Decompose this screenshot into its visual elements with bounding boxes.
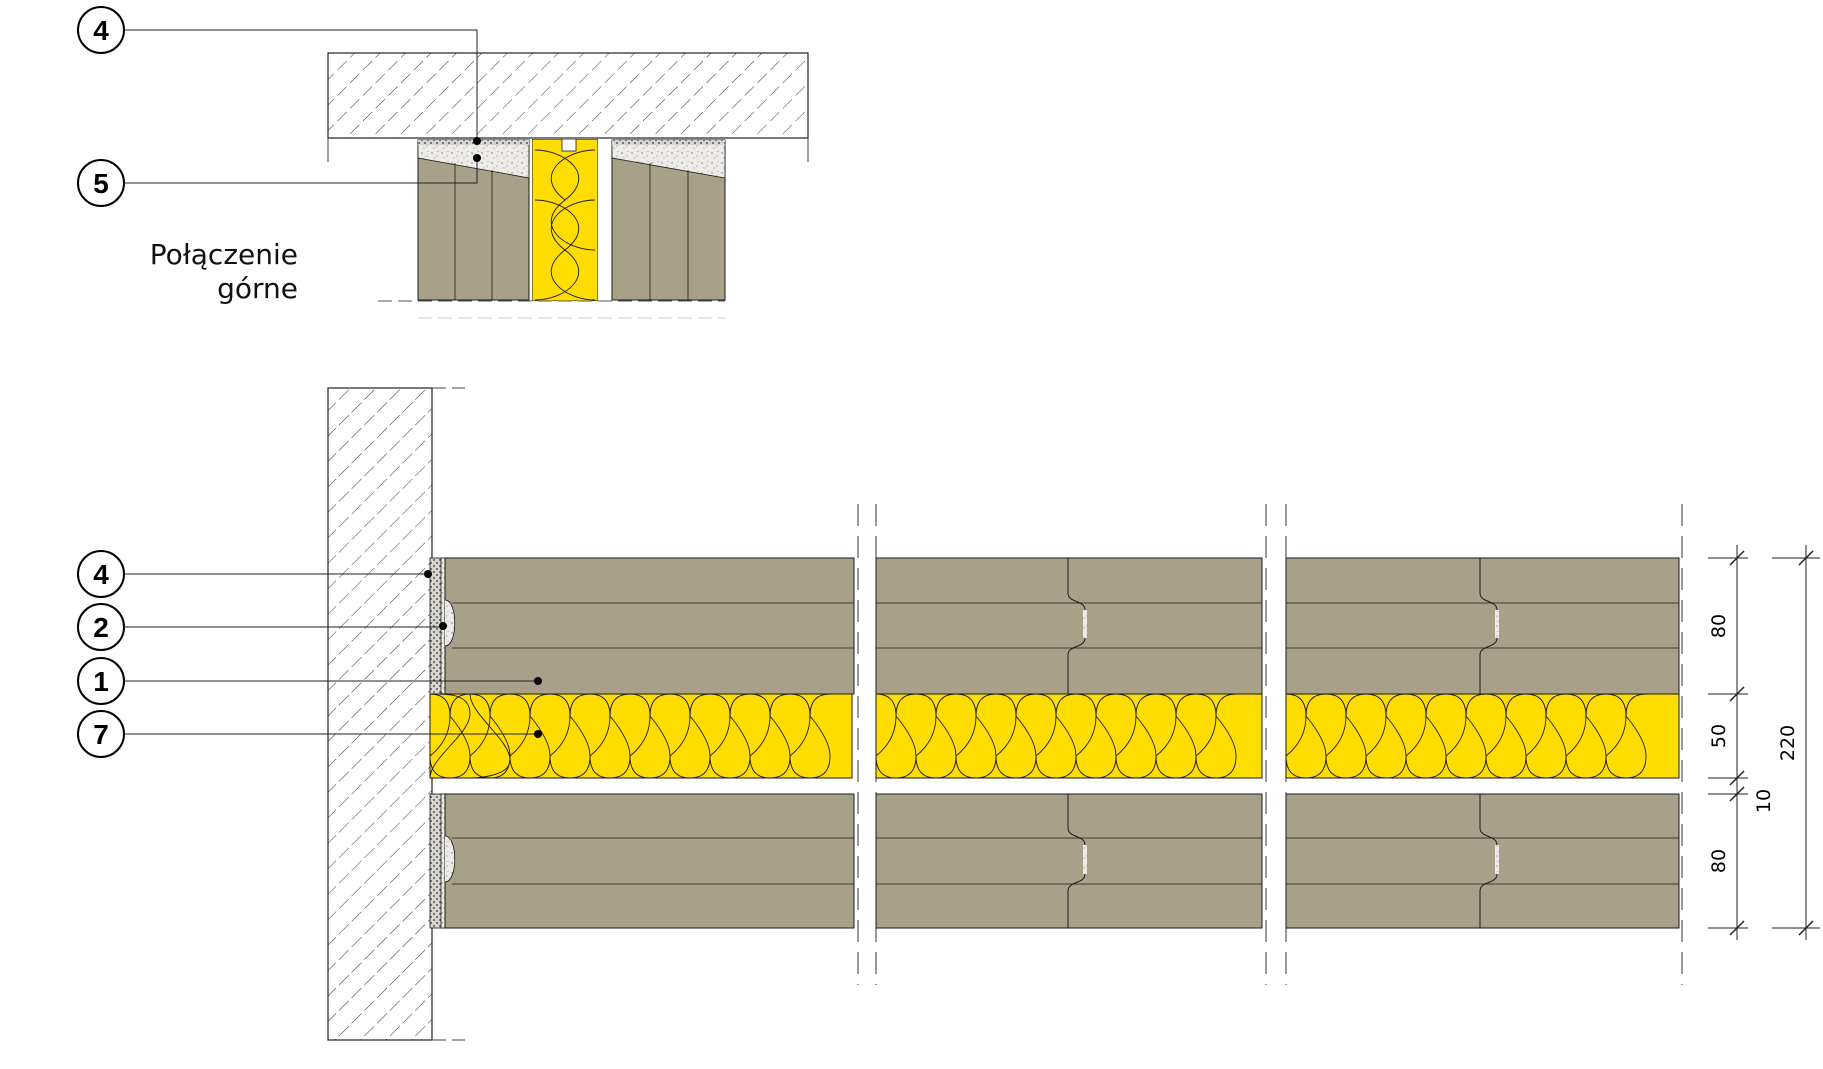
marker-4-top: 4	[77, 6, 125, 54]
leader-dot	[439, 622, 447, 630]
svg-text:2: 2	[93, 612, 109, 643]
marker-2-plan: 2	[77, 603, 125, 651]
dim-10: 10	[1753, 789, 1775, 813]
top-connection-detail: 4 5	[77, 6, 809, 319]
svg-text:1: 1	[93, 666, 109, 697]
leader-dot	[534, 677, 542, 685]
leader-dot	[534, 730, 542, 738]
dim-80-top: 80	[1708, 614, 1730, 638]
leader-line	[124, 158, 478, 184]
lower-board-layer	[429, 793, 1680, 929]
leader-dot	[473, 137, 481, 145]
dim-220: 220	[1777, 725, 1799, 761]
top-left-board-stack	[417, 139, 530, 301]
masonry-wall	[327, 387, 433, 1041]
concrete-slab	[327, 52, 809, 139]
marker-7-plan: 7	[77, 710, 125, 758]
top-right-board-stack	[611, 139, 726, 301]
svg-text:4: 4	[93, 559, 109, 590]
svg-text:7: 7	[93, 719, 109, 750]
svg-text:4: 4	[93, 15, 109, 46]
caption-line-2: górne	[217, 272, 298, 305]
upper-board-layer	[429, 557, 1680, 695]
top-insulation	[532, 139, 598, 301]
marker-5-top: 5	[77, 159, 125, 207]
plan-detail: 4 2 1 7	[77, 387, 1820, 1041]
dimension-lines: 80 50 10 80 220	[1708, 545, 1820, 940]
dim-80-bottom: 80	[1708, 849, 1730, 873]
marker-1-plan: 1	[77, 657, 125, 705]
marker-4-plan: 4	[77, 550, 125, 598]
dim-50: 50	[1708, 724, 1730, 748]
svg-text:5: 5	[93, 168, 109, 199]
caption-line-1: Połączenie	[149, 238, 298, 271]
leader-dot	[424, 570, 432, 578]
leader-line	[124, 29, 478, 141]
insulation-layer	[429, 693, 1680, 779]
top-connection-caption: Połączenie górne	[40, 238, 298, 306]
leader-dot	[473, 154, 481, 162]
